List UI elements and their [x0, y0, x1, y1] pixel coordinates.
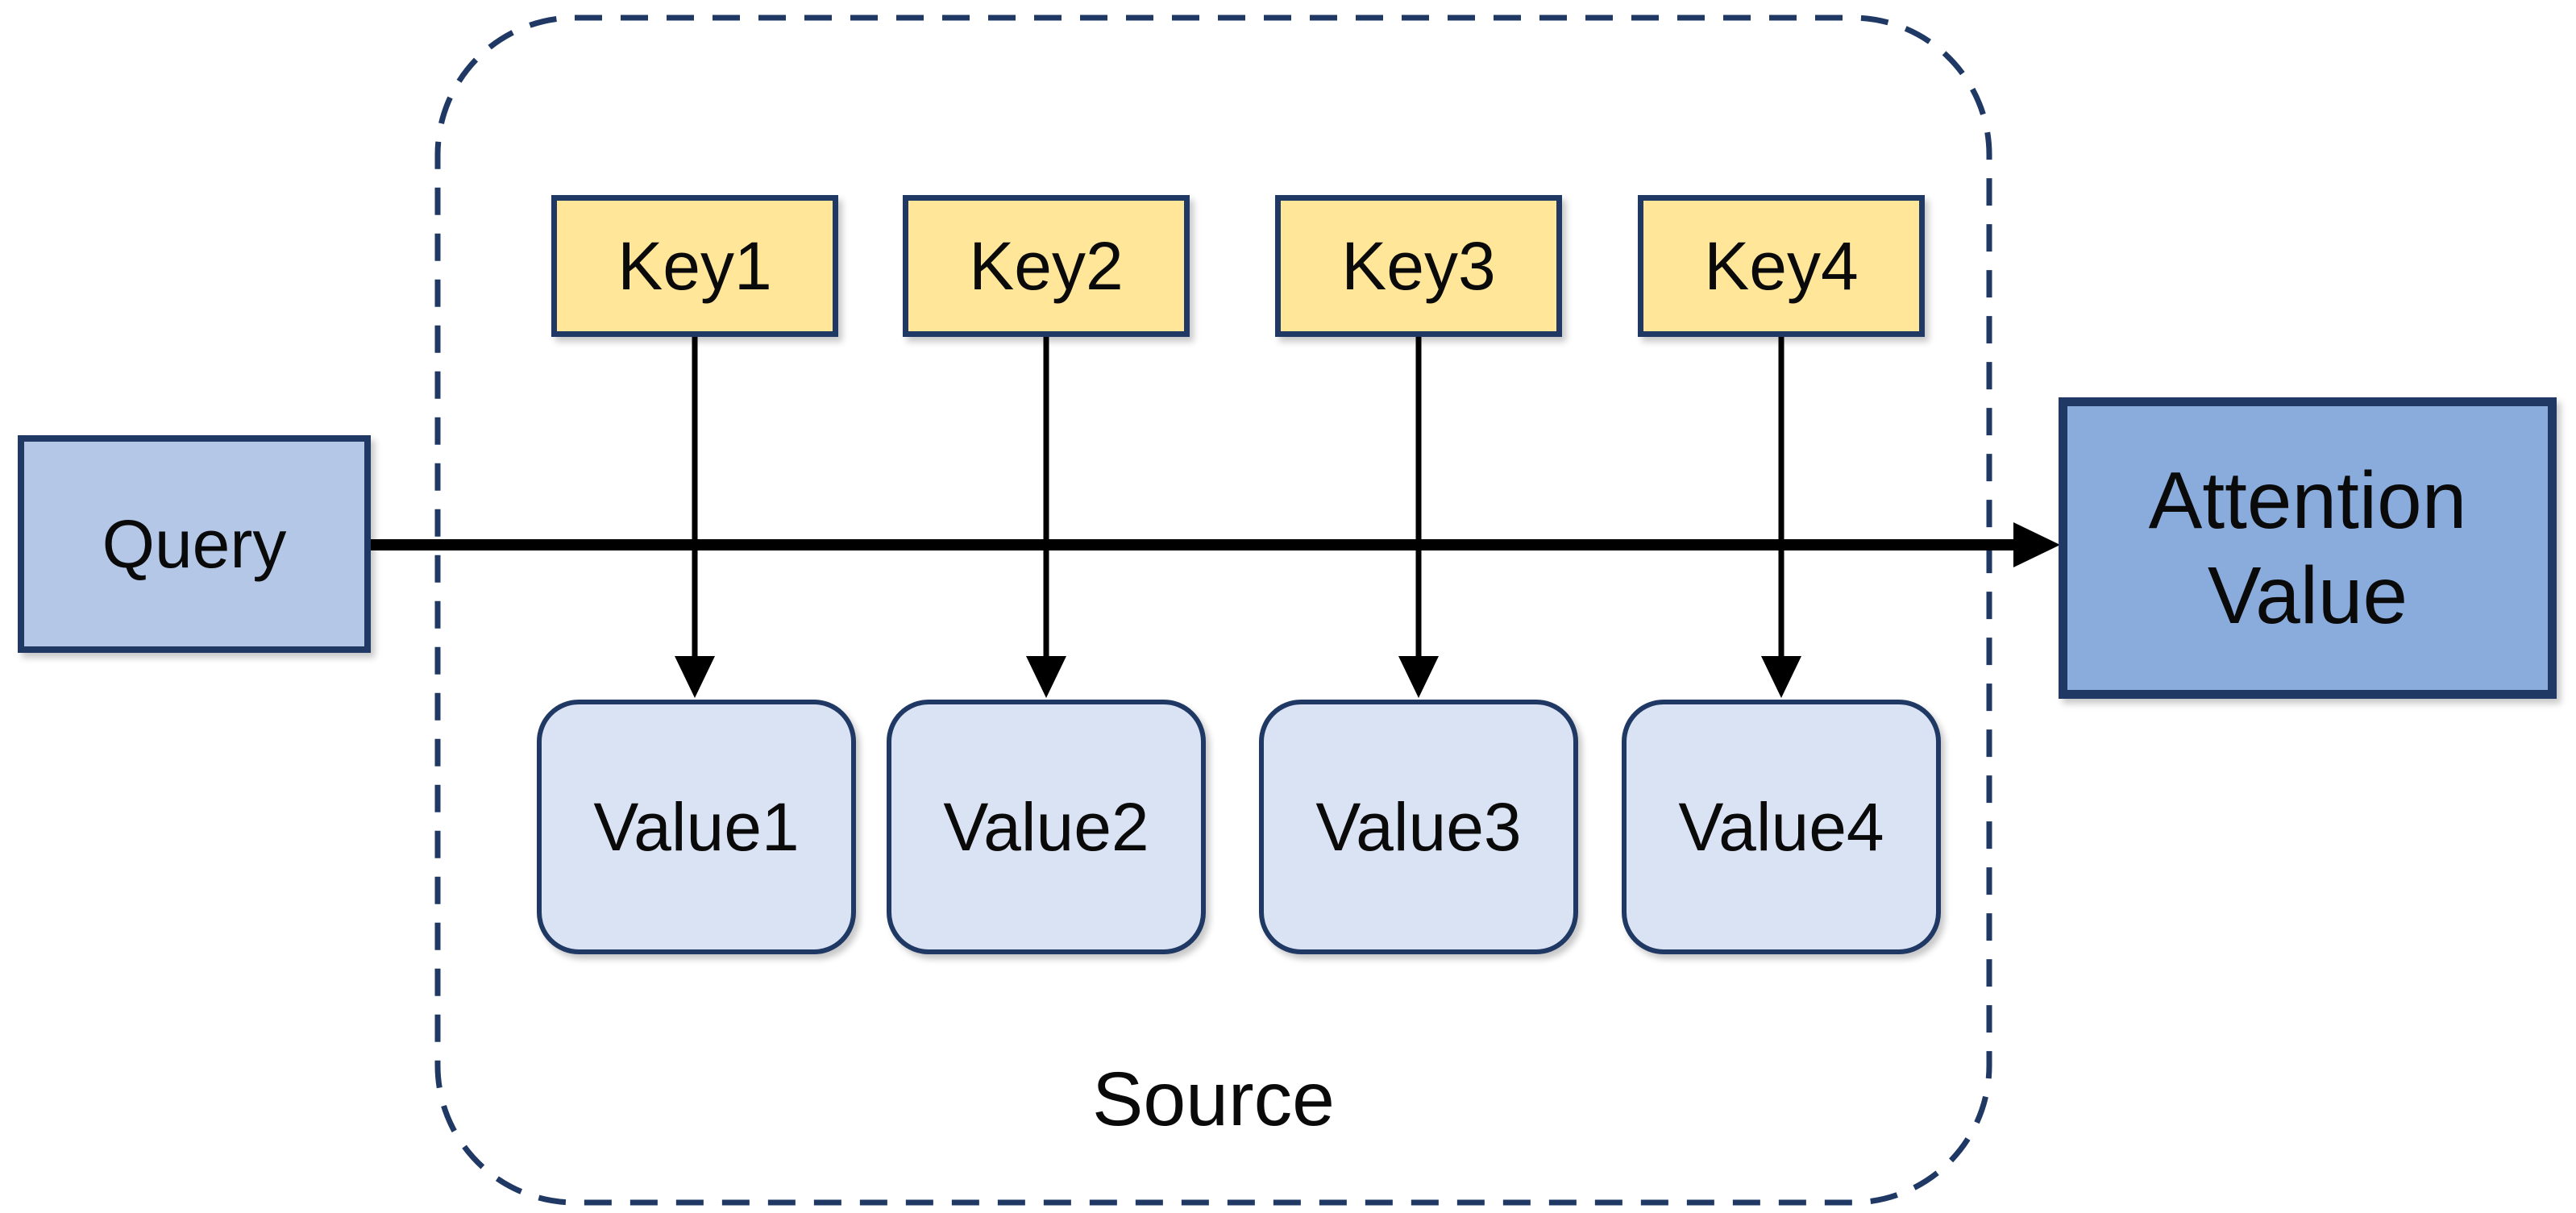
key2-to-value2-arrowhead-icon — [1026, 656, 1066, 698]
value2-label: Value2 — [943, 788, 1149, 865]
key1-to-value1-arrowhead-icon — [675, 656, 715, 698]
key4-to-value4-arrowhead-icon — [1761, 656, 1801, 698]
attention-value-label: Attention Value — [2149, 453, 2467, 643]
attention-value-node: Attention Value — [2059, 397, 2557, 699]
key3-node: Key3 — [1275, 195, 1562, 337]
value4-node: Value4 — [1622, 700, 1941, 954]
key4-label: Key4 — [1704, 227, 1859, 304]
value1-node: Value1 — [537, 700, 856, 954]
key3-to-value3-arrowhead-icon — [1398, 656, 1439, 698]
query-node: Query — [18, 435, 371, 653]
attention-value-line2: Value — [2207, 550, 2408, 641]
attention-value-line1: Attention — [2148, 455, 2467, 546]
source-dashed-border — [434, 15, 1992, 1206]
value1-label: Value1 — [593, 788, 800, 865]
source-container-label: Source — [1091, 1057, 1335, 1142]
query-to-attention-arrowhead-icon — [2013, 522, 2060, 567]
key4-node: Key4 — [1638, 195, 1925, 337]
key1-label: Key1 — [617, 227, 772, 304]
value2-node: Value2 — [887, 700, 1206, 954]
value4-label: Value4 — [1678, 788, 1884, 865]
key3-label: Key3 — [1341, 227, 1496, 304]
key2-node: Key2 — [903, 195, 1190, 337]
query-label: Query — [102, 505, 287, 582]
key2-label: Key2 — [969, 227, 1124, 304]
value3-node: Value3 — [1259, 700, 1578, 954]
key1-node: Key1 — [551, 195, 838, 337]
value3-label: Value3 — [1315, 788, 1522, 865]
